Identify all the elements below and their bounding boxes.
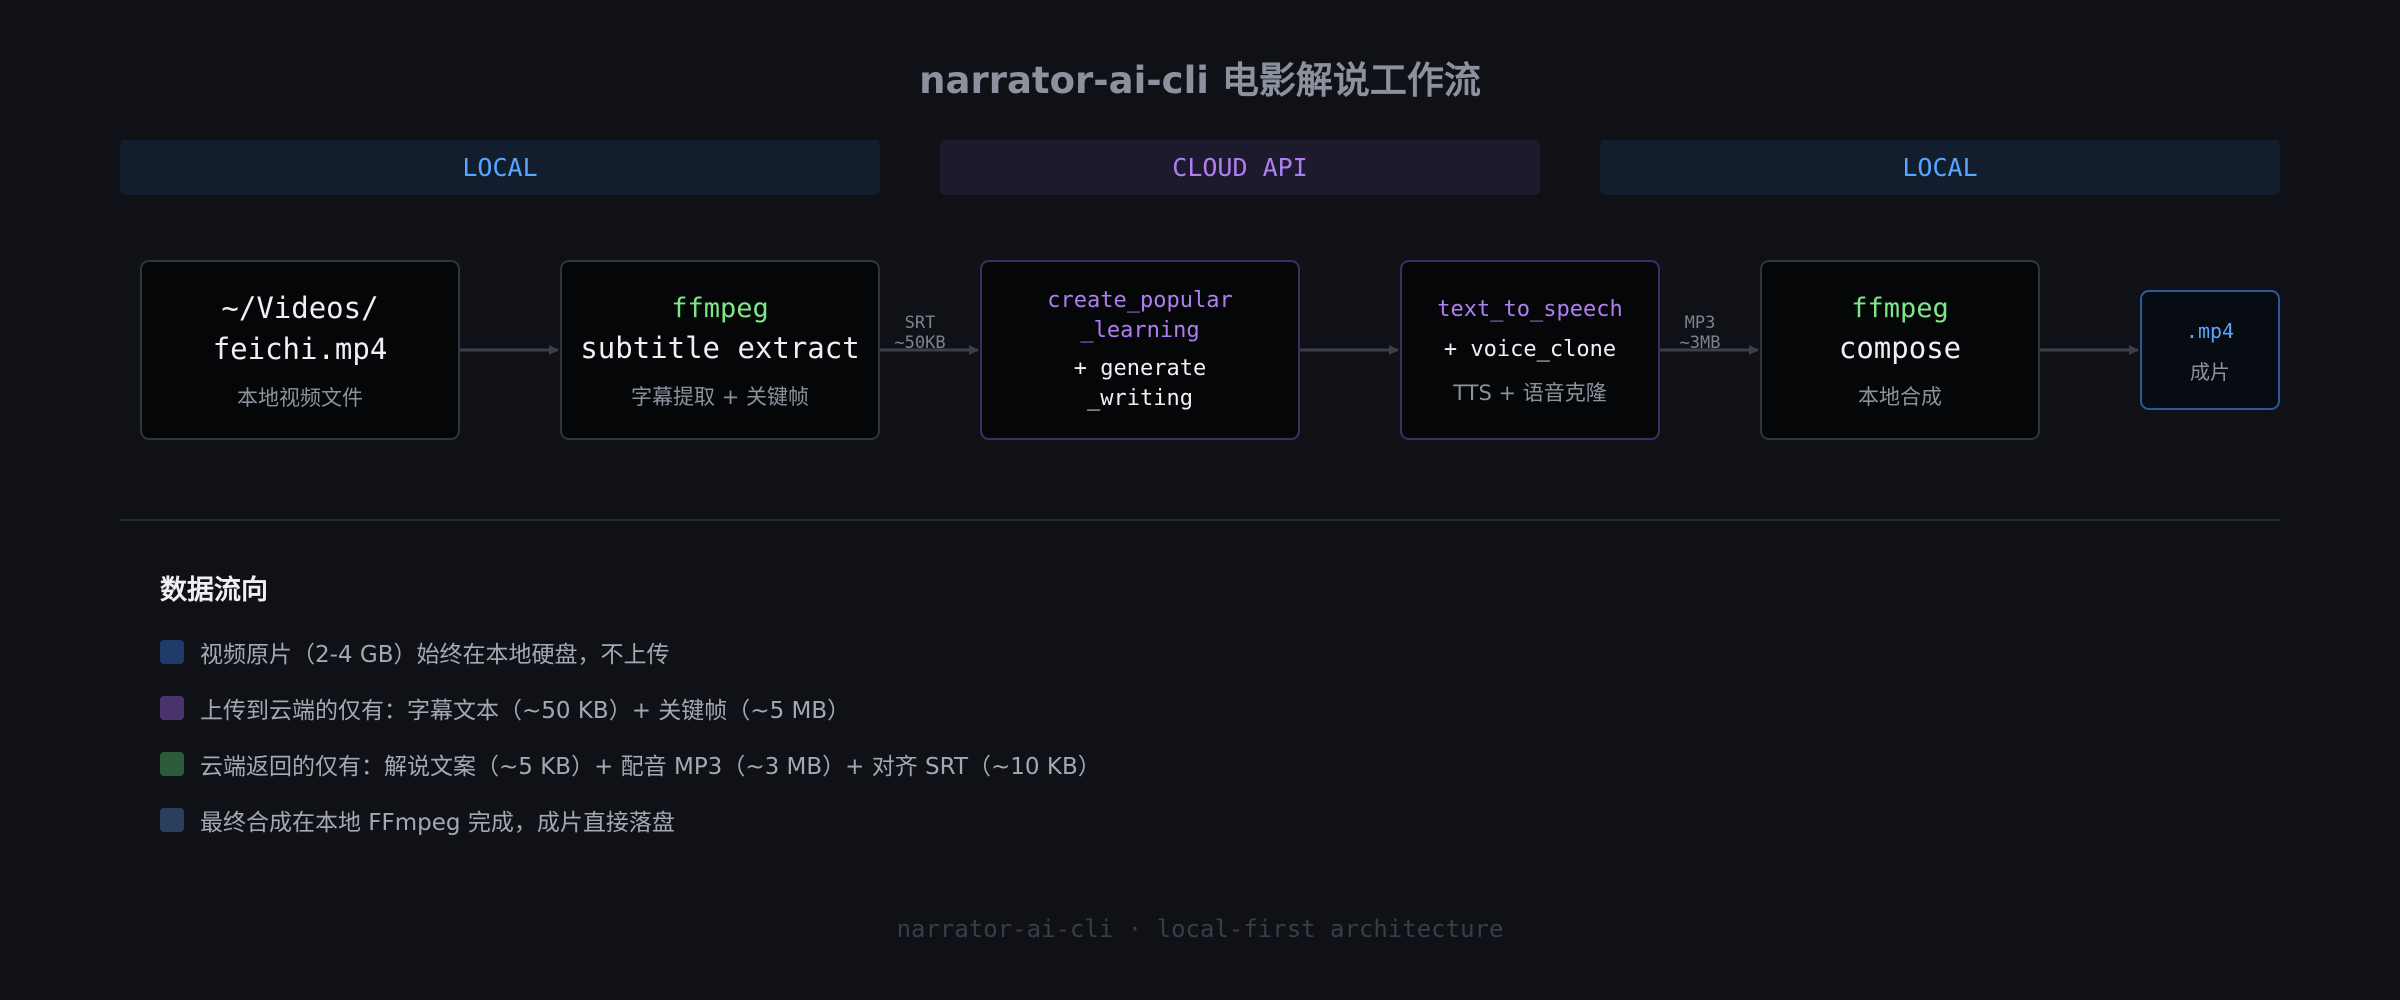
edge-mp3-format: MP3	[1684, 313, 1716, 333]
node-compose-sub: 本地合成	[1858, 384, 1942, 409]
node-extract-line2: subtitle extract	[580, 330, 860, 365]
node-output-mp4: .mp4 成片	[2140, 290, 2280, 410]
zone-local-right: LOCAL	[1600, 140, 2280, 195]
node-tts-line2: + voice_clone	[1443, 337, 1617, 362]
node-writing-line3: + generate	[1073, 356, 1207, 381]
node-output-sub: 成片	[2190, 359, 2230, 384]
footer-caption: narrator-ai-cli · local-first architectu…	[896, 915, 1504, 943]
node-tts-sub: TTS + 语音克隆	[1453, 381, 1607, 405]
zone-local-left: LOCAL	[120, 140, 880, 195]
dataflow-item-text: 上传到云端的仅有：字幕文本（~50 KB）+ 关键帧（~5 MB）	[200, 698, 851, 724]
dataflow-item-text: 云端返回的仅有：解说文案（~5 KB）+ 配音 MP3（~3 MB）+ 对齐 S…	[200, 754, 1101, 780]
node-source-line1: ~/Videos/	[221, 291, 379, 325]
node-subtitle-extract: ffmpeg subtitle extract 字幕提取 + 关键帧	[560, 260, 880, 440]
dataflow-item-return: 云端返回的仅有：解说文案（~5 KB）+ 配音 MP3（~3 MB）+ 对齐 S…	[160, 744, 1101, 784]
node-source-sub: 本地视频文件	[237, 386, 363, 410]
edge-srt-size: ~50KB	[894, 333, 946, 353]
swatch-icon	[160, 752, 184, 776]
node-generate-writing: create_popular _learning + generate _wri…	[980, 260, 1300, 440]
dataflow-item-upload: 上传到云端的仅有：字幕文本（~50 KB）+ 关键帧（~5 MB）	[160, 688, 850, 728]
section-divider	[120, 519, 2280, 521]
dataflow-title: 数据流向	[160, 575, 268, 606]
swatch-icon	[160, 696, 184, 720]
node-compose-line2: compose	[1838, 330, 1962, 365]
dataflow-item-compose: 最终合成在本地 FFmpeg 完成，成片直接落盘	[160, 800, 675, 840]
node-writing-line4: _writing	[1087, 386, 1193, 411]
node-text-to-speech: text_to_speech + voice_clone TTS + 语音克隆	[1400, 260, 1660, 440]
dataflow-item-text: 最终合成在本地 FFmpeg 完成，成片直接落盘	[200, 810, 675, 836]
node-source-line2: feichi.mp4	[212, 332, 388, 366]
page-title: narrator-ai-cli 电影解说工作流	[919, 59, 1481, 102]
node-compose-tool: ffmpeg	[1851, 292, 1949, 324]
edge-label-mp3: MP3 ~3MB	[1655, 313, 1745, 353]
node-source-video: ~/Videos/ feichi.mp4 本地视频文件	[140, 260, 460, 440]
swatch-icon	[160, 808, 184, 832]
dataflow-item-text: 视频原片（2-4 GB）始终在本地硬盘，不上传	[200, 642, 670, 668]
edge-label-srt: SRT ~50KB	[875, 313, 965, 353]
node-writing-line2: _learning	[1080, 318, 1200, 343]
node-tts-line1: text_to_speech	[1437, 297, 1623, 322]
node-extract-sub: 字幕提取 + 关键帧	[631, 384, 809, 409]
swatch-icon	[160, 640, 184, 664]
node-output-ext: .mp4	[2185, 318, 2235, 343]
edge-mp3-size: ~3MB	[1679, 333, 1721, 353]
dataflow-item-local-video: 视频原片（2-4 GB）始终在本地硬盘，不上传	[160, 632, 669, 672]
zone-cloud-api: CLOUD API	[940, 140, 1540, 195]
node-writing-line1: create_popular	[1047, 288, 1233, 313]
node-compose: ffmpeg compose 本地合成	[1760, 260, 2040, 440]
edge-srt-format: SRT	[904, 313, 936, 333]
node-extract-tool: ffmpeg	[671, 292, 769, 324]
